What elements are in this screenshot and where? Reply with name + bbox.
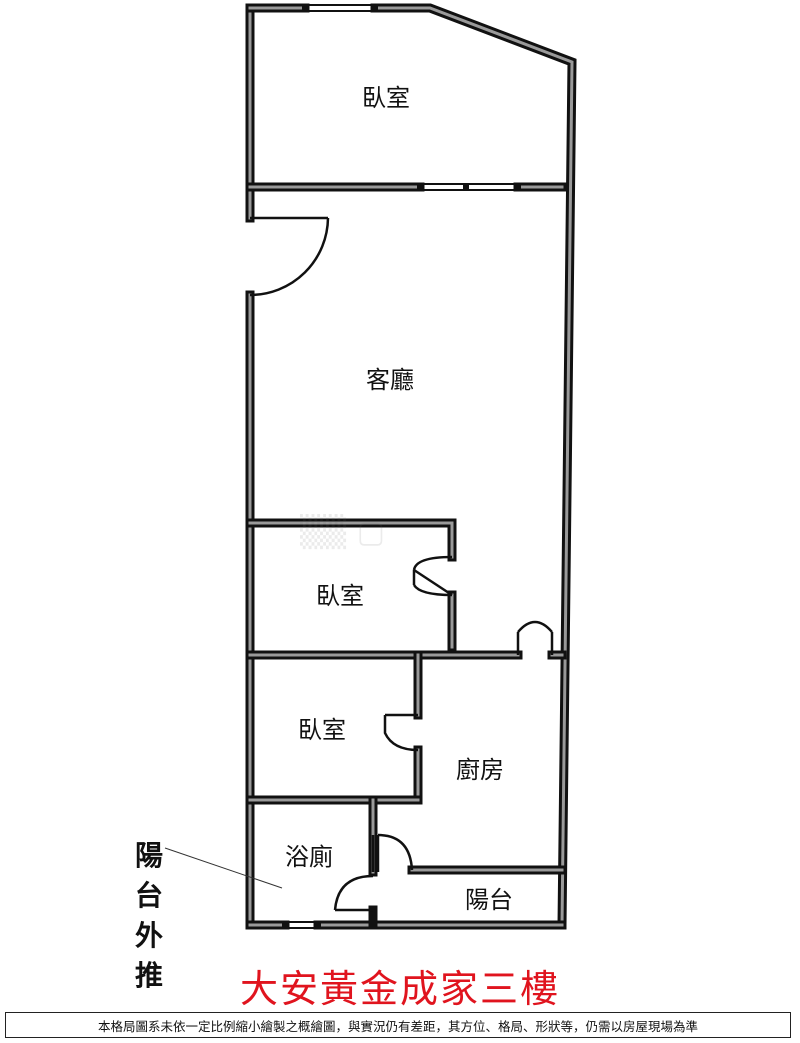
label-living-room: 客廳 — [366, 366, 414, 394]
label-bathroom: 浴廁 — [285, 843, 333, 871]
label-balcony: 陽台 — [465, 886, 513, 914]
balcony-pointer-line — [164, 847, 283, 889]
label-kitchen: 廚房 — [456, 756, 504, 784]
doors — [249, 216, 554, 912]
label-bedroom-middle: 臥室 — [316, 582, 364, 610]
walls — [245, 3, 577, 930]
windows — [282, 4, 521, 929]
side-note-char-2: 台 — [134, 879, 163, 912]
label-bedroom-lower: 臥室 — [298, 716, 346, 744]
side-note-char-3: 外 — [134, 919, 163, 952]
side-note-char-1: 陽 — [134, 839, 163, 872]
disclaimer-text: 本格局圖系未依一定比例縮小繪製之概繪圖，與實況仍有差距，其方位、格局、形狀等，仍… — [97, 1018, 698, 1034]
disclaimer-box: 本格局圖系未依一定比例縮小繪製之概繪圖，與實況仍有差距，其方位、格局、形狀等，仍… — [5, 1012, 791, 1038]
watermark-logo: ▒▒ ▢ — [300, 515, 385, 550]
plan-title: 大安黃金成家三樓 — [239, 967, 560, 1011]
label-bedroom-top: 臥室 — [362, 84, 410, 112]
side-note-char-4: 推 — [134, 959, 163, 992]
